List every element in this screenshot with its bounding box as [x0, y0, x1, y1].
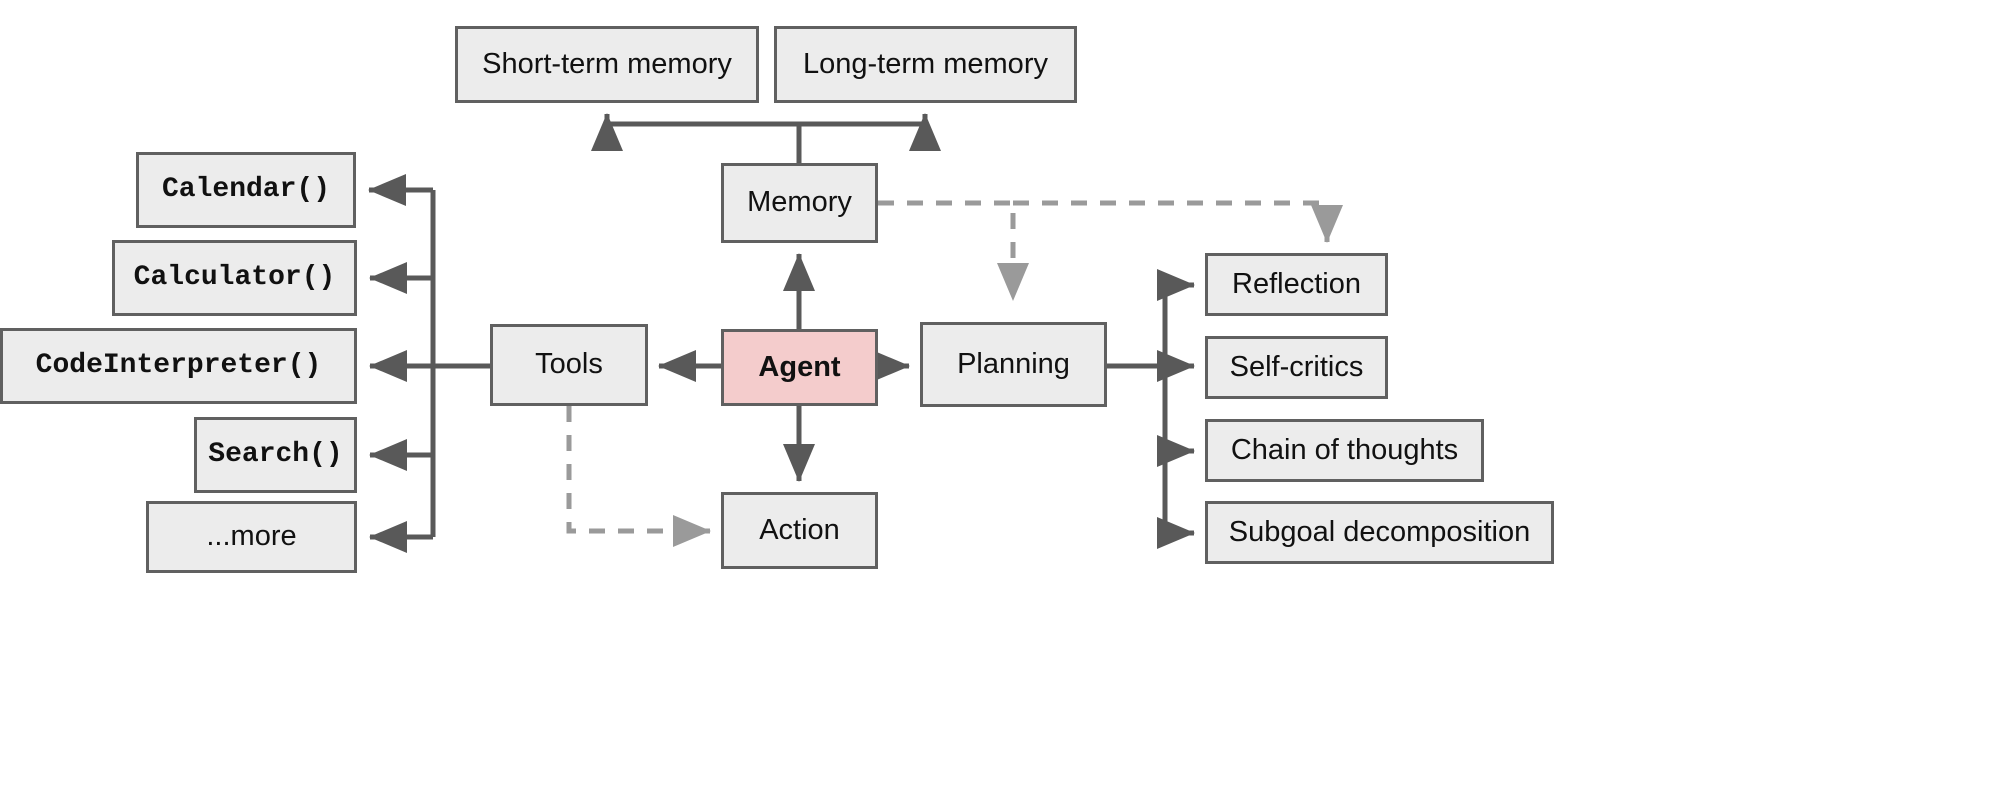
edge-memory-to-reflection-dashed [1013, 200, 1344, 243]
edge-tools-to-action-dashed [566, 406, 711, 547]
node-label: Calendar() [161, 173, 331, 205]
node-search[interactable]: Search() [194, 417, 357, 493]
node-label: Subgoal decomposition [1228, 515, 1531, 548]
node-more[interactable]: ...more [146, 501, 357, 573]
node-label: Long-term memory [803, 47, 1048, 80]
node-self-critics[interactable]: Self-critics [1205, 336, 1388, 399]
node-short-term-memory[interactable]: Short-term memory [455, 26, 759, 103]
node-label: Agent [758, 350, 841, 383]
node-label: CodeInterpreter() [35, 349, 322, 381]
edge-memory-to-planning-dashed [878, 200, 1030, 301]
edge-memory-to-memory-types-trunk [607, 121, 925, 163]
node-label: Self-critics [1229, 350, 1364, 383]
node-planning[interactable]: Planning [920, 322, 1107, 407]
node-calculator[interactable]: Calculator() [112, 240, 357, 316]
node-action[interactable]: Action [721, 492, 878, 569]
node-chain-of-thoughts[interactable]: Chain of thoughts [1205, 419, 1484, 482]
node-label: Reflection [1232, 267, 1361, 300]
node-calendar[interactable]: Calendar() [136, 152, 356, 228]
node-label: Action [759, 513, 840, 546]
node-tools[interactable]: Tools [490, 324, 648, 406]
node-label: Memory [747, 186, 852, 219]
node-agent[interactable]: Agent [721, 329, 878, 406]
node-label: Search() [208, 438, 343, 470]
node-label: Short-term memory [482, 47, 732, 80]
node-label: Tools [535, 348, 603, 381]
node-label: Planning [957, 347, 1070, 380]
node-subgoal-decomposition[interactable]: Subgoal decomposition [1205, 501, 1554, 564]
node-label: ...more [206, 520, 297, 553]
edge-planning-trunk [1107, 285, 1168, 533]
node-label: Chain of thoughts [1230, 433, 1459, 466]
node-code-interpreter[interactable]: CodeInterpreter() [0, 328, 357, 404]
node-label: Calculator() [133, 261, 336, 293]
edge-tools-trunk [430, 190, 490, 537]
node-reflection[interactable]: Reflection [1205, 253, 1388, 316]
node-long-term-memory[interactable]: Long-term memory [774, 26, 1077, 103]
node-memory[interactable]: Memory [721, 163, 878, 243]
